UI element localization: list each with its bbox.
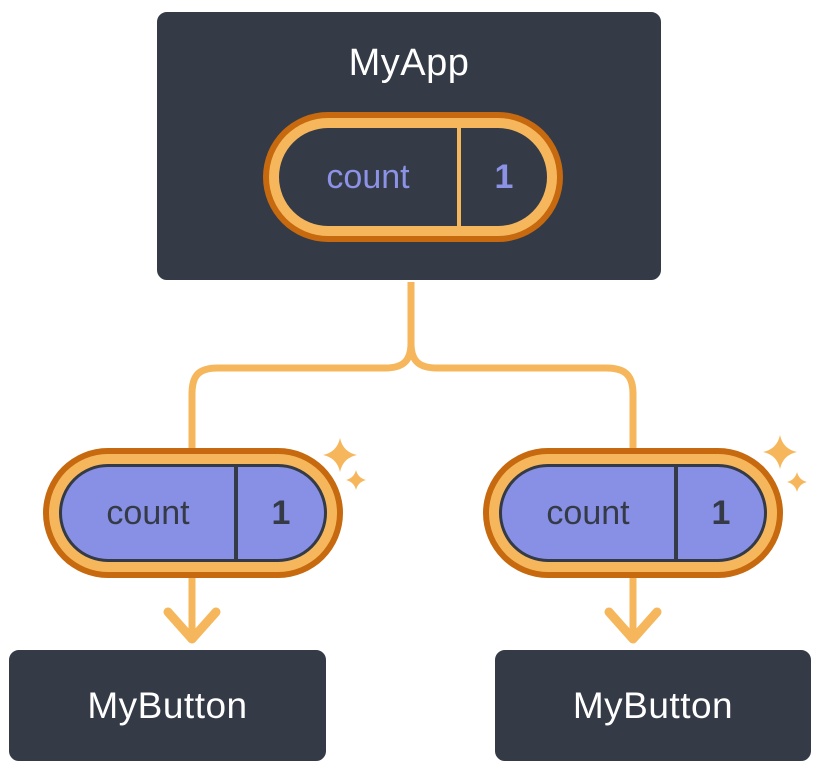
myapp-node: MyApp count 1 xyxy=(155,10,663,282)
pill-divider xyxy=(674,467,678,559)
arrow-down-icon xyxy=(163,607,221,644)
component-name: MyButton xyxy=(87,684,248,726)
prop-name-label: count xyxy=(106,493,190,532)
pill-divider xyxy=(234,467,238,559)
prop-pill: count 1 xyxy=(43,448,343,578)
pill-ring: count 1 xyxy=(269,118,557,236)
parent-child-connector xyxy=(188,278,637,640)
sparkle-icon xyxy=(323,438,357,472)
mybutton-node: MyButton xyxy=(493,648,813,763)
sparkle-icon xyxy=(787,472,807,492)
state-value: 1 xyxy=(494,157,514,196)
prop-value: 1 xyxy=(271,493,291,532)
sparkle-icon xyxy=(763,435,797,469)
sparkle-icon xyxy=(346,470,366,490)
arrow-down-icon xyxy=(604,607,662,644)
prop-name-label: count xyxy=(546,493,630,532)
component-name: MyApp xyxy=(348,42,470,84)
pill-divider xyxy=(457,128,461,226)
component-name: MyButton xyxy=(572,684,734,726)
prop-pill: count 1 xyxy=(483,448,783,578)
pill-ring: count 1 xyxy=(49,454,337,572)
prop-value: 1 xyxy=(711,493,731,532)
mybutton-node: MyButton xyxy=(7,648,328,763)
state-name-label: count xyxy=(326,157,410,196)
pill-ring: count 1 xyxy=(489,454,777,572)
state-pill: count 1 xyxy=(263,112,563,242)
